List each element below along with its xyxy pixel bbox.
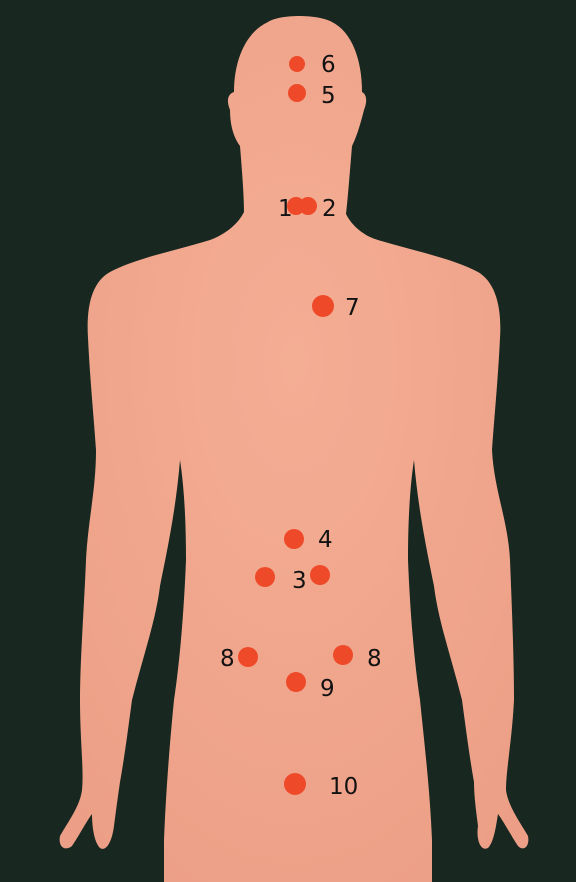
acupoint-dot-10 — [284, 773, 306, 795]
acupoint-dot-6 — [289, 56, 305, 72]
acupoint-dot-8-1 — [238, 647, 258, 667]
acupoint-label-4: 4 — [318, 527, 333, 553]
acupoint-label-3: 3 — [292, 568, 307, 594]
acupoint-label-1: 1 — [278, 196, 293, 222]
acupoint-label-8-1: 8 — [220, 646, 235, 672]
acupoint-dot-4 — [284, 529, 304, 549]
acupoint-label-8-2: 8 — [367, 646, 382, 672]
acupoint-label-5: 5 — [321, 83, 336, 109]
acupoint-label-7: 7 — [345, 295, 360, 321]
acupoint-dot-2 — [299, 197, 317, 215]
acupoint-dot-5 — [288, 84, 306, 102]
acupoint-label-6: 6 — [321, 52, 336, 78]
acupoint-label-10: 10 — [329, 774, 358, 800]
acupoint-dot-3-2 — [310, 565, 330, 585]
acupoint-dot-9 — [286, 672, 306, 692]
acupoint-dot-7 — [312, 295, 334, 317]
acupoint-label-2: 2 — [322, 196, 337, 222]
acupoint-dot-3-1 — [255, 567, 275, 587]
acupoint-label-9: 9 — [320, 676, 335, 702]
acupoint-dot-8-2 — [333, 645, 353, 665]
